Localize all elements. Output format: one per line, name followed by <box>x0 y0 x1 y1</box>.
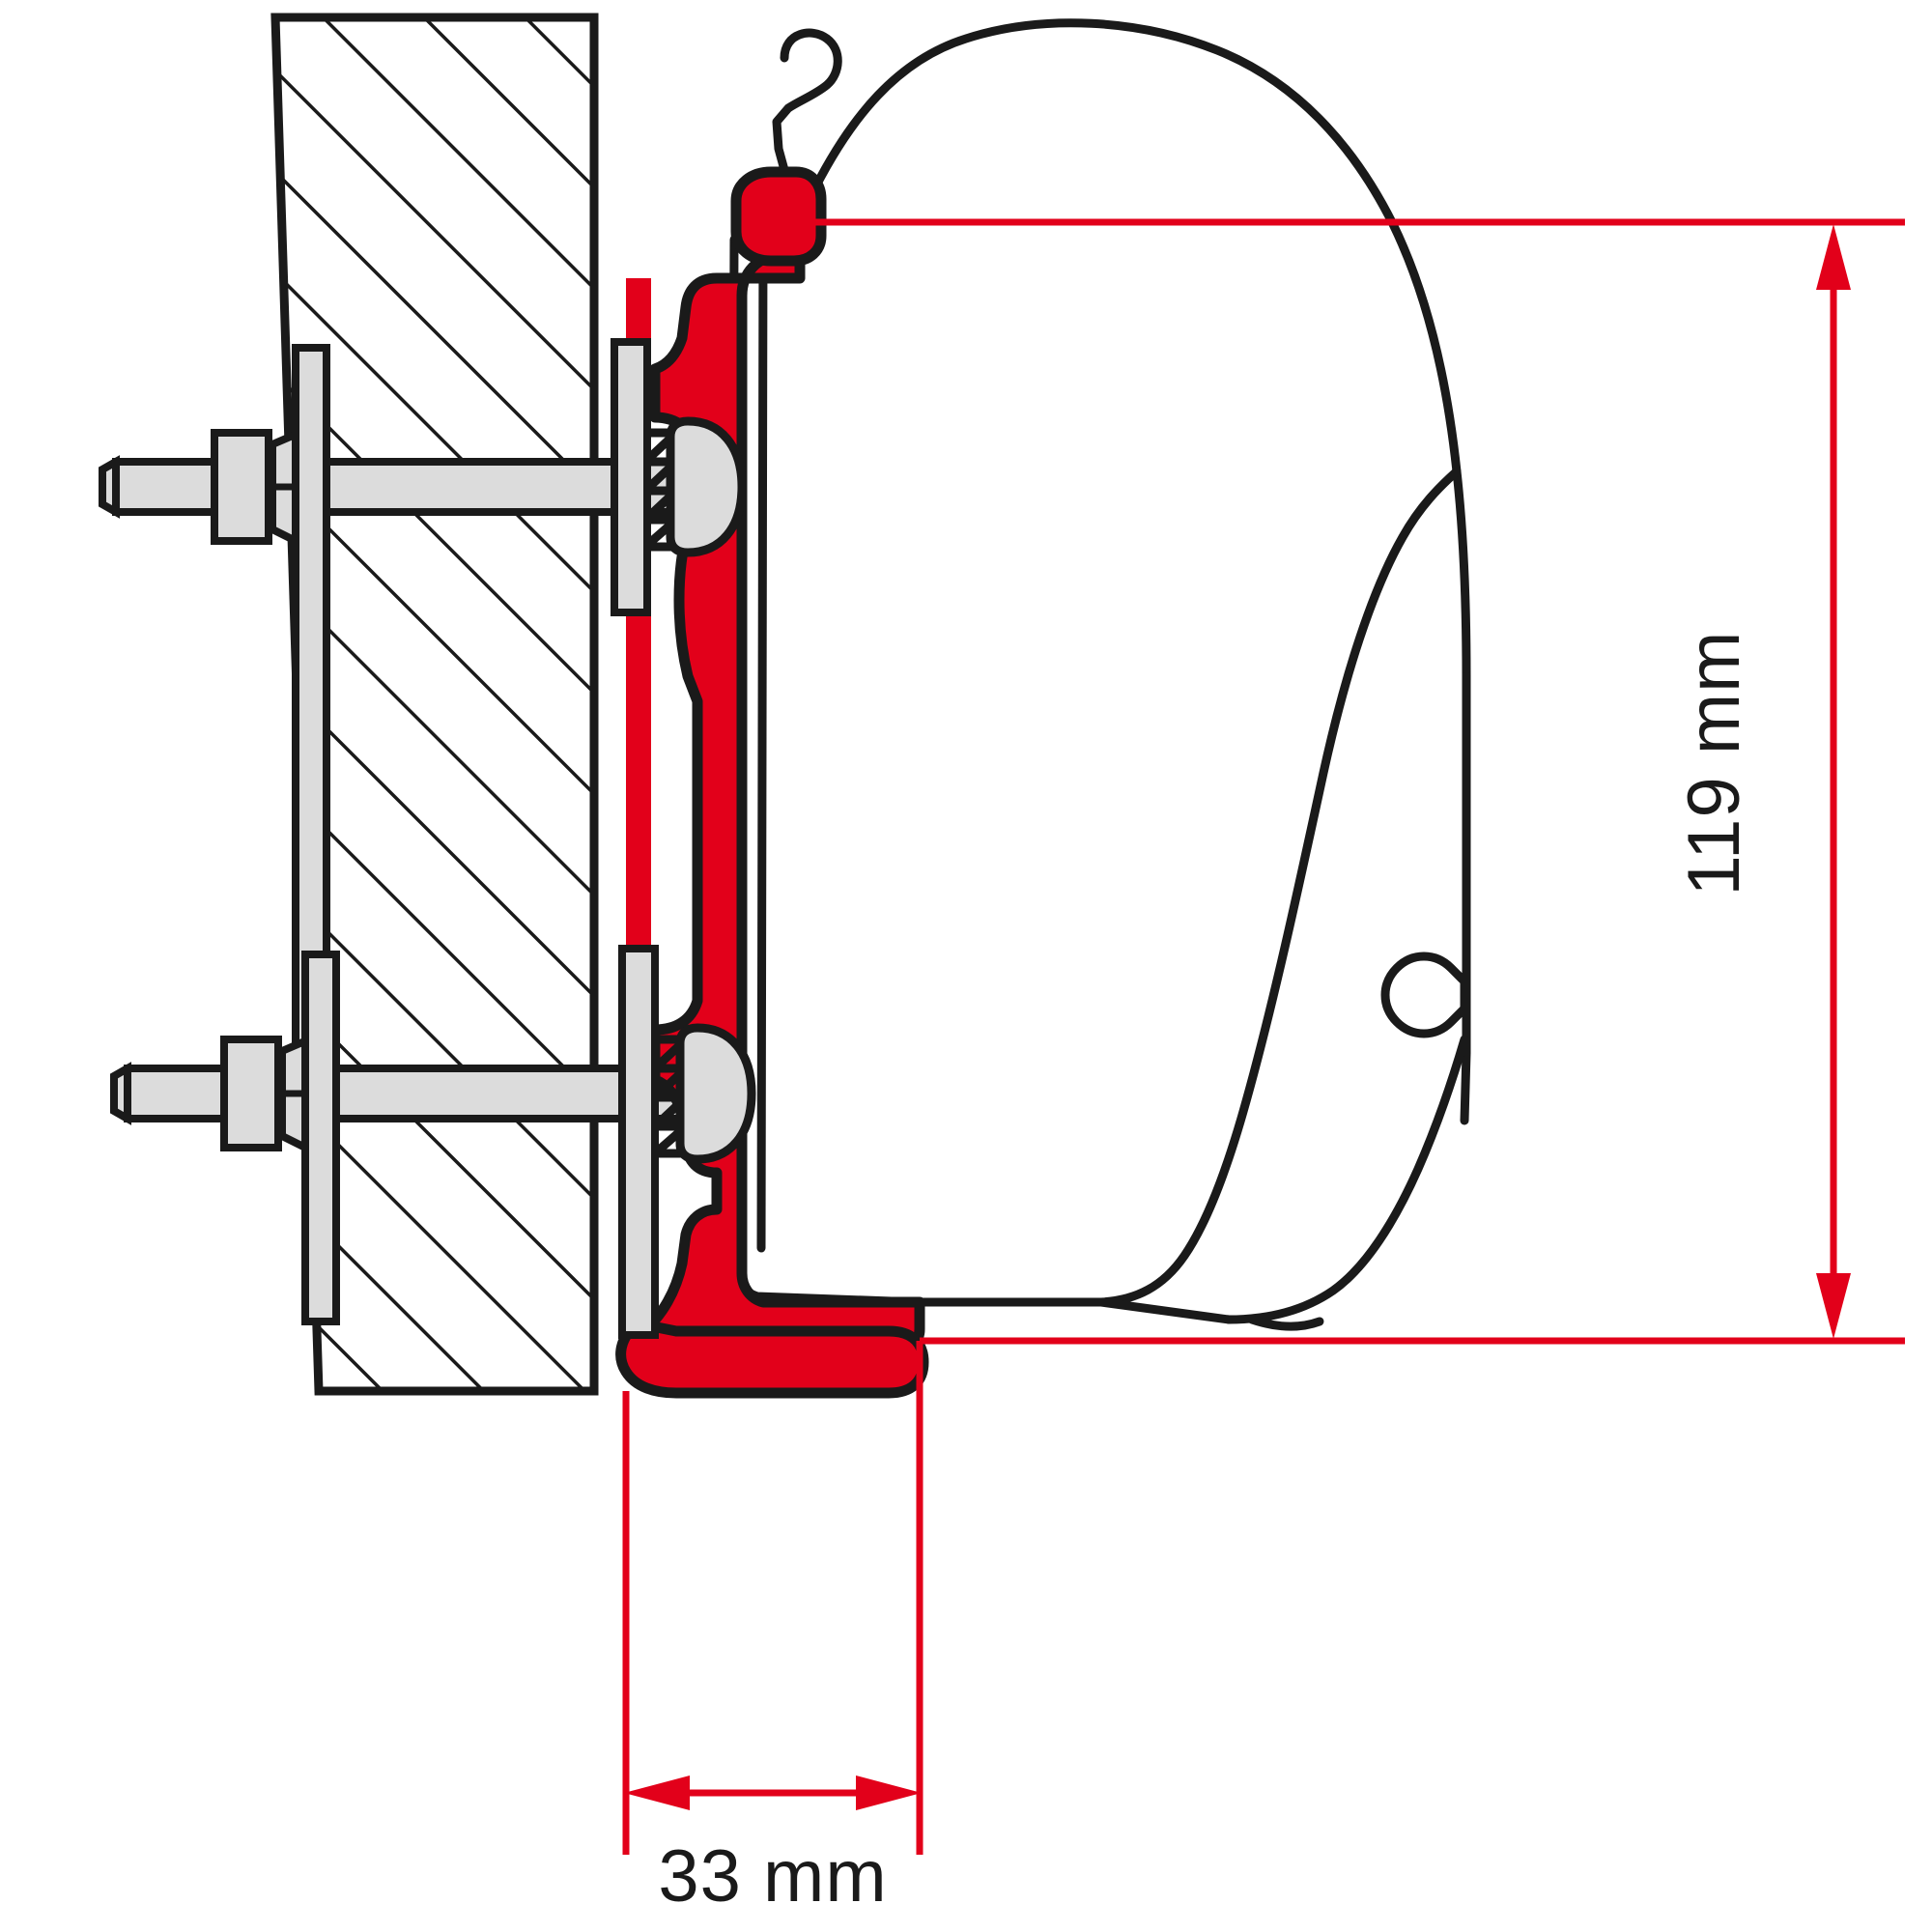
dim-arrow-bottom <box>1816 1273 1851 1339</box>
screw-head-upper-shape <box>666 416 747 557</box>
wall-panel <box>270 13 599 1396</box>
case-lower-right-edge <box>1224 1035 1469 1324</box>
bolt-upper-shaft <box>112 458 690 516</box>
case-hook-notch <box>1380 952 1469 1038</box>
bolt-upper <box>99 344 690 1105</box>
screw-thread-lower <box>643 1035 697 1158</box>
screw-thread-upper <box>634 428 688 552</box>
dimension-label-vertical: 119 mm <box>1673 631 1755 896</box>
bolt-upper-tip <box>99 455 120 519</box>
bracket-bottom-foot <box>615 1318 929 1399</box>
bracket-profile-main <box>636 224 925 1354</box>
dimension-lines <box>622 218 1905 1855</box>
bracket-top-tab <box>730 166 827 267</box>
case-bottom-floor <box>913 1297 1234 1324</box>
bolt-upper-washer <box>211 429 272 545</box>
wall-hatch <box>275 17 594 1391</box>
backing-plate-center-lower <box>618 945 659 1339</box>
dimension-label-horizontal: 33 mm <box>658 1835 887 1918</box>
screw-head-lower <box>643 1023 756 1164</box>
awning-case <box>725 18 1471 1331</box>
screw-head-lower-shape <box>675 1023 756 1164</box>
case-right-wall <box>1460 671 1471 1125</box>
dim-arrow-left <box>624 1776 690 1810</box>
screw-head-upper <box>634 416 747 557</box>
adapter-bracket <box>615 166 929 1399</box>
bolt-lower <box>110 951 692 1325</box>
bolt-lower-washer <box>220 1036 282 1151</box>
backing-plate-left-lower <box>301 951 340 1325</box>
case-left-edge-2 <box>756 223 768 1253</box>
dim-arrow-top <box>1816 224 1851 290</box>
bolt-lower-shaft <box>124 1065 692 1122</box>
backing-plate-center-upper <box>611 338 651 616</box>
dim-arrow-right <box>856 1776 922 1810</box>
case-lower-left-inner <box>1096 467 1462 1307</box>
case-bottom-ripple <box>1247 1315 1324 1331</box>
case-top-outline <box>805 18 1471 681</box>
bolt-lower-tip <box>110 1062 131 1125</box>
